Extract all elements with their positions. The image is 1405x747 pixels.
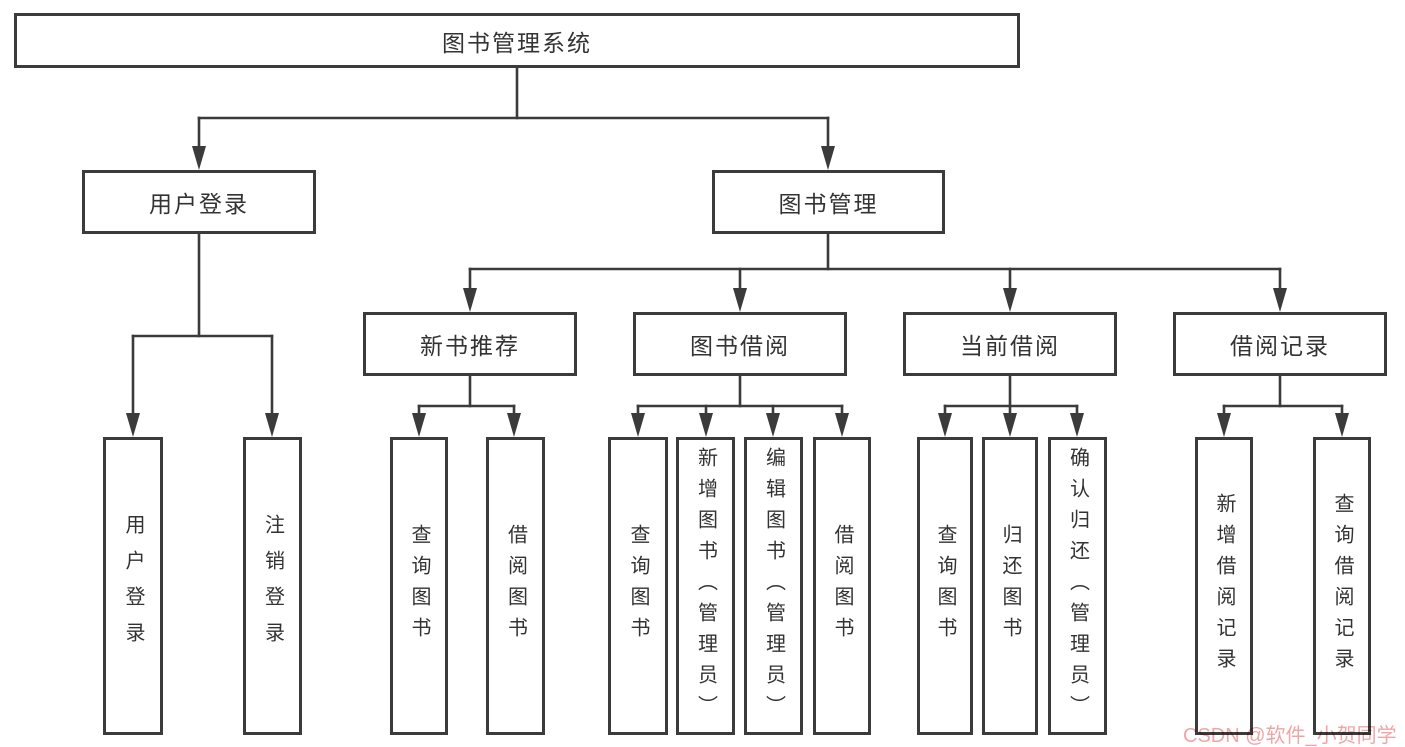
leaf-recommend-query-book: 查询图书 [390, 437, 448, 735]
leaf-current-confirm-return: 确认归还（管理员） [1048, 437, 1107, 735]
node-borrowing-records: 借阅记录 [1173, 312, 1387, 376]
leaf-borrowing-add-book: 新增图书（管理员） [676, 437, 735, 735]
connector-root-to-level2 [192, 66, 835, 170]
connector-book-borrowing-children [631, 374, 849, 437]
leaf-user-login-label: 用户登录 [122, 514, 144, 658]
connector-user-login-children [126, 232, 279, 437]
leaf-records-add-record: 新增借阅记录 [1195, 437, 1253, 735]
node-new-book-recommend: 新书推荐 [363, 312, 577, 376]
node-user-login: 用户登录 [82, 170, 316, 234]
leaf-borrowing-edit-book-label: 编辑图书（管理员） [762, 446, 785, 726]
leaf-borrowing-borrow-book: 借阅图书 [813, 437, 871, 735]
leaf-recommend-borrow-book-label: 借阅图书 [504, 524, 527, 648]
leaf-borrowing-query-book: 查询图书 [608, 437, 668, 735]
leaf-borrowing-add-book-label: 新增图书（管理员） [694, 446, 717, 726]
leaf-records-add-record-label: 新增借阅记录 [1213, 493, 1235, 679]
connector-new-book-recommend-children [412, 374, 521, 437]
leaf-current-return-book-label: 归还图书 [999, 524, 1021, 648]
node-book-management: 图书管理 [712, 170, 945, 234]
leaf-recommend-query-book-label: 查询图书 [408, 524, 430, 648]
leaf-logout: 注销登录 [243, 437, 302, 735]
leaf-borrowing-query-book-label: 查询图书 [627, 524, 649, 648]
leaf-current-confirm-return-label: 确认归还（管理员） [1066, 446, 1089, 726]
leaf-records-query-record-label: 查询借阅记录 [1331, 493, 1353, 679]
csdn-watermark: CSDN @软件_小贺同学 [1183, 725, 1397, 747]
node-current-borrowing: 当前借阅 [903, 312, 1117, 376]
leaf-current-query-book: 查询图书 [917, 437, 973, 735]
connector-book-management-children [463, 232, 1287, 312]
leaf-current-return-book: 归还图书 [982, 437, 1038, 735]
connector-current-borrowing-children [938, 374, 1084, 437]
leaf-logout-label: 注销登录 [261, 514, 284, 658]
node-book-borrowing: 图书借阅 [633, 312, 847, 376]
leaf-borrowing-edit-book: 编辑图书（管理员） [744, 437, 803, 735]
leaf-borrowing-borrow-book-label: 借阅图书 [831, 524, 853, 648]
leaf-current-query-book-label: 查询图书 [934, 524, 956, 648]
node-root: 图书管理系统 [14, 13, 1020, 68]
leaf-user-login: 用户登录 [103, 437, 163, 735]
connector-borrowing-records-children [1217, 374, 1349, 437]
leaf-records-query-record: 查询借阅记录 [1313, 437, 1371, 735]
leaf-recommend-borrow-book: 借阅图书 [486, 437, 545, 735]
